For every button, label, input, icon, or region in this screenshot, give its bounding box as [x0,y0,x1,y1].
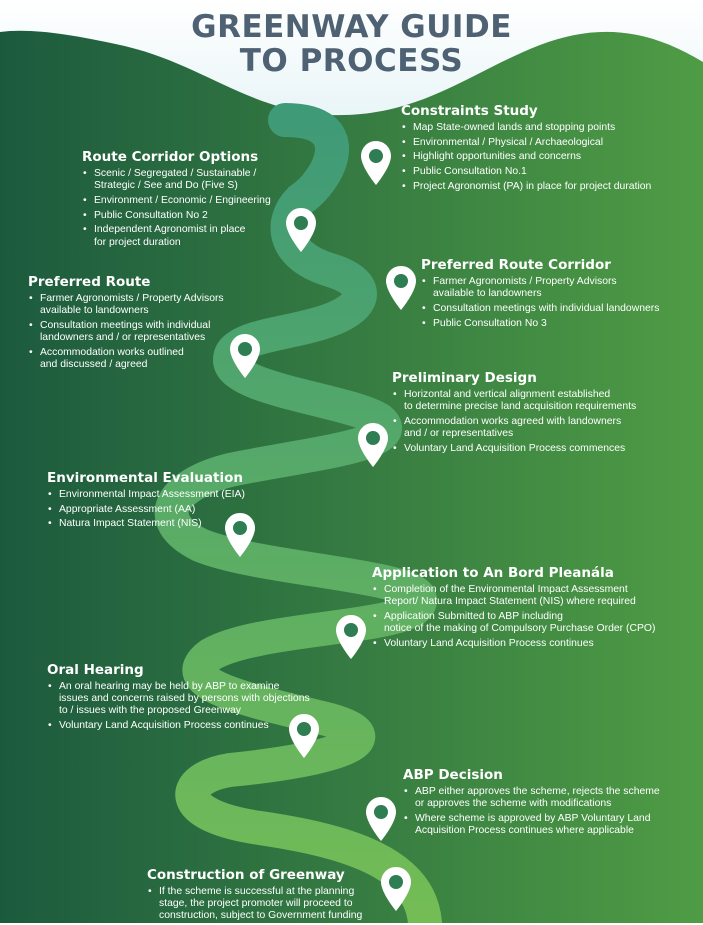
step-bullet: Completion of the Environmental Impact A… [372,584,700,608]
step-bullets: Farmer Agronomists / Property Advisors a… [421,276,701,330]
step-bullet: Environmental Impact Assessment (EIA) [47,489,307,501]
page-title-line-2: TO PROCESS [239,43,464,79]
winding-greenway-path [154,103,442,923]
step-preliminary-design: Preliminary Design Horizontal and vertic… [392,370,697,458]
step-bullet: Consultation meetings with individual la… [421,303,701,315]
step-title: Preferred Route [28,274,151,290]
step-bullets: Farmer Agronomists / Property Advisors a… [28,293,268,371]
step-bullet: Public Consultation No 2 [82,210,302,222]
step-route-corridor-options: Route Corridor Options Scenic / Segregat… [82,149,302,251]
step-bullet: Project Agronomist (PA) in place for pro… [401,181,701,193]
step-bullet: Public Consultation No.1 [401,166,701,178]
step-bullet: Voluntary Land Acquisition Process conti… [372,638,700,650]
step-bullet: Public Consultation No 3 [421,318,701,330]
map-pin-icon [336,615,366,659]
step-environmental-evaluation: Environmental Evaluation Environmental I… [47,470,307,533]
map-pin-icon [230,334,260,378]
step-title: Preliminary Design [392,370,537,386]
step-bullets: ABP either approves the scheme, rejects … [403,786,700,837]
step-bullets: Horizontal and vertical alignment establ… [392,389,697,455]
step-constraints-study: Constraints Study Map State-owned lands … [401,103,701,196]
step-bullet: Accommodation works outlined and discuss… [28,347,268,371]
step-bullets: Scenic / Segregated / Sustainable / Stra… [82,168,302,249]
step-bullet: Where scheme is approved by ABP Voluntar… [403,813,700,837]
sky-cloud [0,0,703,116]
step-bullets: Completion of the Environmental Impact A… [372,584,700,650]
step-title: Environmental Evaluation [47,470,243,486]
step-bullet: Farmer Agronomists / Property Advisors a… [421,276,701,300]
step-title: Construction of Greenway [147,867,345,883]
step-oral-hearing: Oral Hearing An oral hearing may be held… [47,662,347,735]
step-bullet: Scenic / Segregated / Sustainable / Stra… [82,168,302,192]
map-pin-icon [286,208,316,252]
step-preferred-route-corridor: Preferred Route Corridor Farmer Agronomi… [421,257,701,332]
step-bullet: Independent Agronomist in place for proj… [82,224,302,248]
map-pin-icon [361,141,391,185]
step-title: Oral Hearing [47,662,144,678]
step-bullet: Voluntary Land Acquisition Process comme… [392,443,697,455]
step-bullet: Map State-owned lands and stopping point… [401,122,701,134]
step-title: Constraints Study [401,103,538,119]
step-bullet: An oral hearing may be held by ABP to ex… [47,681,347,718]
step-abp-decision: ABP Decision ABP either approves the sch… [403,767,700,840]
step-title: Route Corridor Options [82,149,259,165]
map-pin-icon [366,797,396,841]
step-bullet: Environment / Economic / Engineering [82,195,302,207]
step-bullet: Natura Impact Statement (NIS) [47,518,307,530]
step-bullet: Accommodation works agreed with landowne… [392,416,697,440]
map-pin-icon [289,714,319,758]
step-bullets: Map State-owned lands and stopping point… [401,122,701,193]
step-bullet: Horizontal and vertical alignment establ… [392,389,697,413]
step-bullet: If the scheme is successful at the plann… [147,886,387,923]
step-bullet: Application Submitted to ABP including n… [372,611,700,635]
map-pin-icon [381,867,411,911]
step-bullets: If the scheme is successful at the plann… [147,886,387,923]
step-bullet: Highlight opportunities and concerns [401,151,701,163]
step-bullet: Voluntary Land Acquisition Process conti… [47,720,347,732]
step-bullets: An oral hearing may be held by ABP to ex… [47,681,347,733]
step-bullet: ABP either approves the scheme, rejects … [403,786,700,810]
page-title-line-1: GREENWAY GUIDE [191,9,512,45]
map-pin-icon [358,423,388,467]
map-pin-icon [225,513,255,557]
step-bullets: Environmental Impact Assessment (EIA) Ap… [47,489,307,531]
step-title: Preferred Route Corridor [421,257,611,273]
step-title: Application to An Bord Pleanála [372,565,614,581]
step-bullet: Appropriate Assessment (AA) [47,504,307,516]
step-application-abp: Application to An Bord Pleanála Completi… [372,565,700,653]
step-preferred-route: Preferred Route Farmer Agronomists / Pro… [28,274,268,374]
step-bullet: Farmer Agronomists / Property Advisors a… [28,293,268,317]
step-bullet: Consultation meetings with individual la… [28,320,268,344]
step-bullet: Environmental / Physical / Archaeologica… [401,137,701,149]
step-title: ABP Decision [403,767,503,783]
step-construction: Construction of Greenway If the scheme i… [147,867,387,925]
map-pin-icon [386,266,416,310]
